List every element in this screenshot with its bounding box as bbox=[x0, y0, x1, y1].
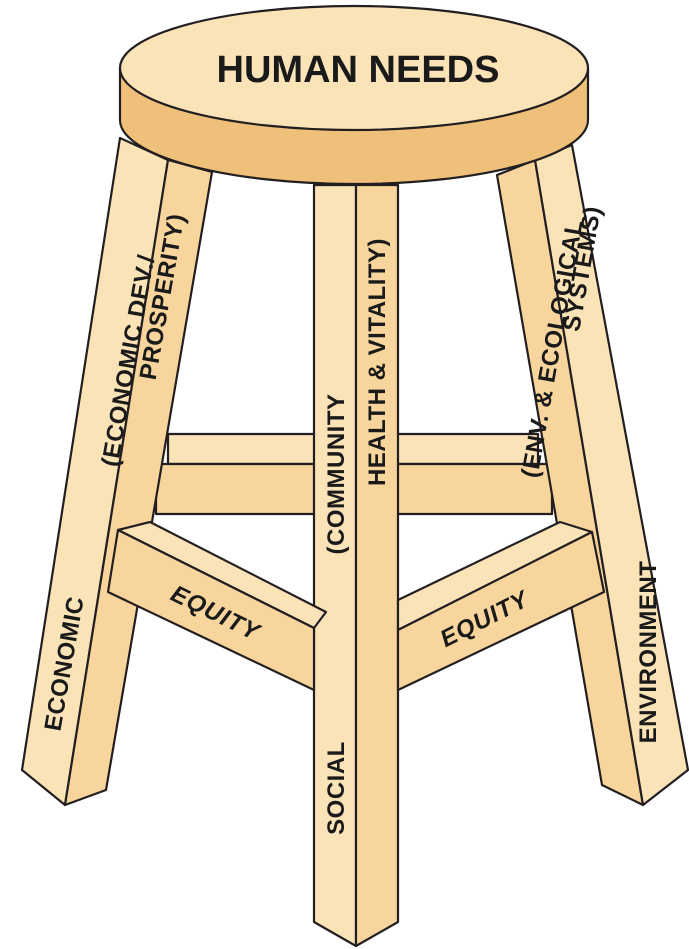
center-leg-inner-label-line2: HEALTH & VITALITY) bbox=[364, 238, 391, 486]
stool-seat bbox=[120, 6, 588, 184]
right-leg-outer-label: ENVIRONMENT bbox=[635, 561, 662, 744]
center-leg-inner-label-line1: (COMMUNITY bbox=[323, 394, 350, 555]
seat-label: HUMAN NEEDS bbox=[217, 49, 500, 91]
center-leg-outer-label: SOCIAL bbox=[323, 741, 350, 835]
